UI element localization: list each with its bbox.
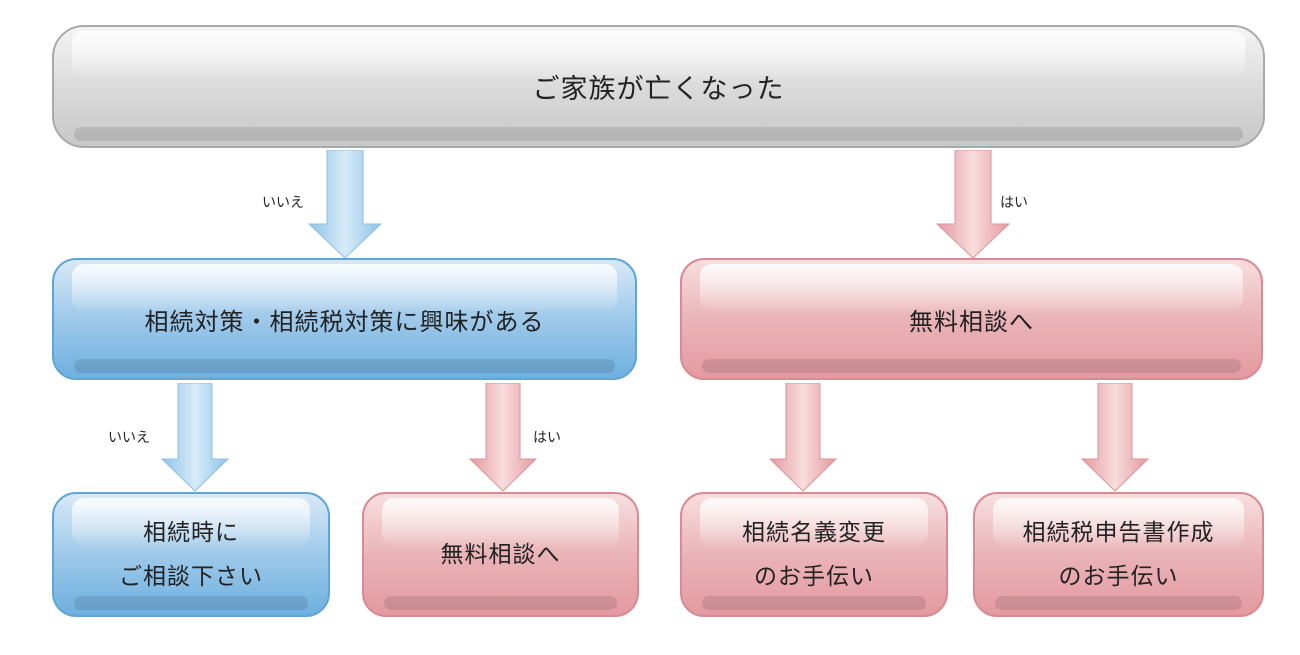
consult-later-line2: ご相談下さい (119, 563, 263, 590)
label-no-level1: いいえ (262, 195, 304, 211)
name-change-line2: のお手伝い (754, 563, 874, 590)
tax-return-label: 相続税申告書作成 のお手伝い (1023, 511, 1215, 599)
arrow-to-name-change (768, 383, 838, 492)
question-node-label: 相続対策・相続税対策に興味がある (144, 307, 545, 336)
arrow-no-to-question (307, 150, 383, 259)
tax-return-line2: のお手伝い (1058, 563, 1179, 590)
free-consultation-label-left: 無料相談へ (440, 541, 561, 568)
label-no-level2: いいえ (108, 430, 150, 446)
free-consultation-label-right: 無料相談へ (909, 307, 1034, 336)
question-node-interested-in-tax-planning: 相続対策・相続税対策に興味がある (52, 258, 637, 380)
arrow-to-tax-return (1080, 383, 1150, 492)
tax-return-line1: 相続税申告書作成 (1022, 519, 1215, 546)
root-node-family-passed-away: ご家族が亡くなった (52, 25, 1265, 148)
free-consultation-node-left: 無料相談へ (362, 492, 639, 617)
tax-return-assistance-node: 相続税申告書作成 のお手伝い (973, 492, 1264, 617)
consult-later-line1: 相続時に (143, 519, 239, 546)
label-yes-level1: はい (1000, 195, 1028, 211)
arrow-yes-to-consult (935, 150, 1011, 259)
free-consultation-node-right: 無料相談へ (680, 258, 1263, 380)
arrow-no-to-consult-later (160, 383, 230, 492)
name-change-line1: 相続名義変更 (742, 519, 886, 546)
arrow-yes-to-free-consult (468, 383, 538, 492)
name-change-label: 相続名義変更 のお手伝い (742, 511, 886, 599)
label-yes-level2: はい (533, 430, 561, 446)
consult-at-inheritance-node: 相続時に ご相談下さい (52, 492, 330, 617)
name-change-assistance-node: 相続名義変更 のお手伝い (680, 492, 948, 617)
root-node-label: ご家族が亡くなった (532, 74, 785, 105)
consult-at-inheritance-label: 相続時に ご相談下さい (119, 511, 263, 599)
